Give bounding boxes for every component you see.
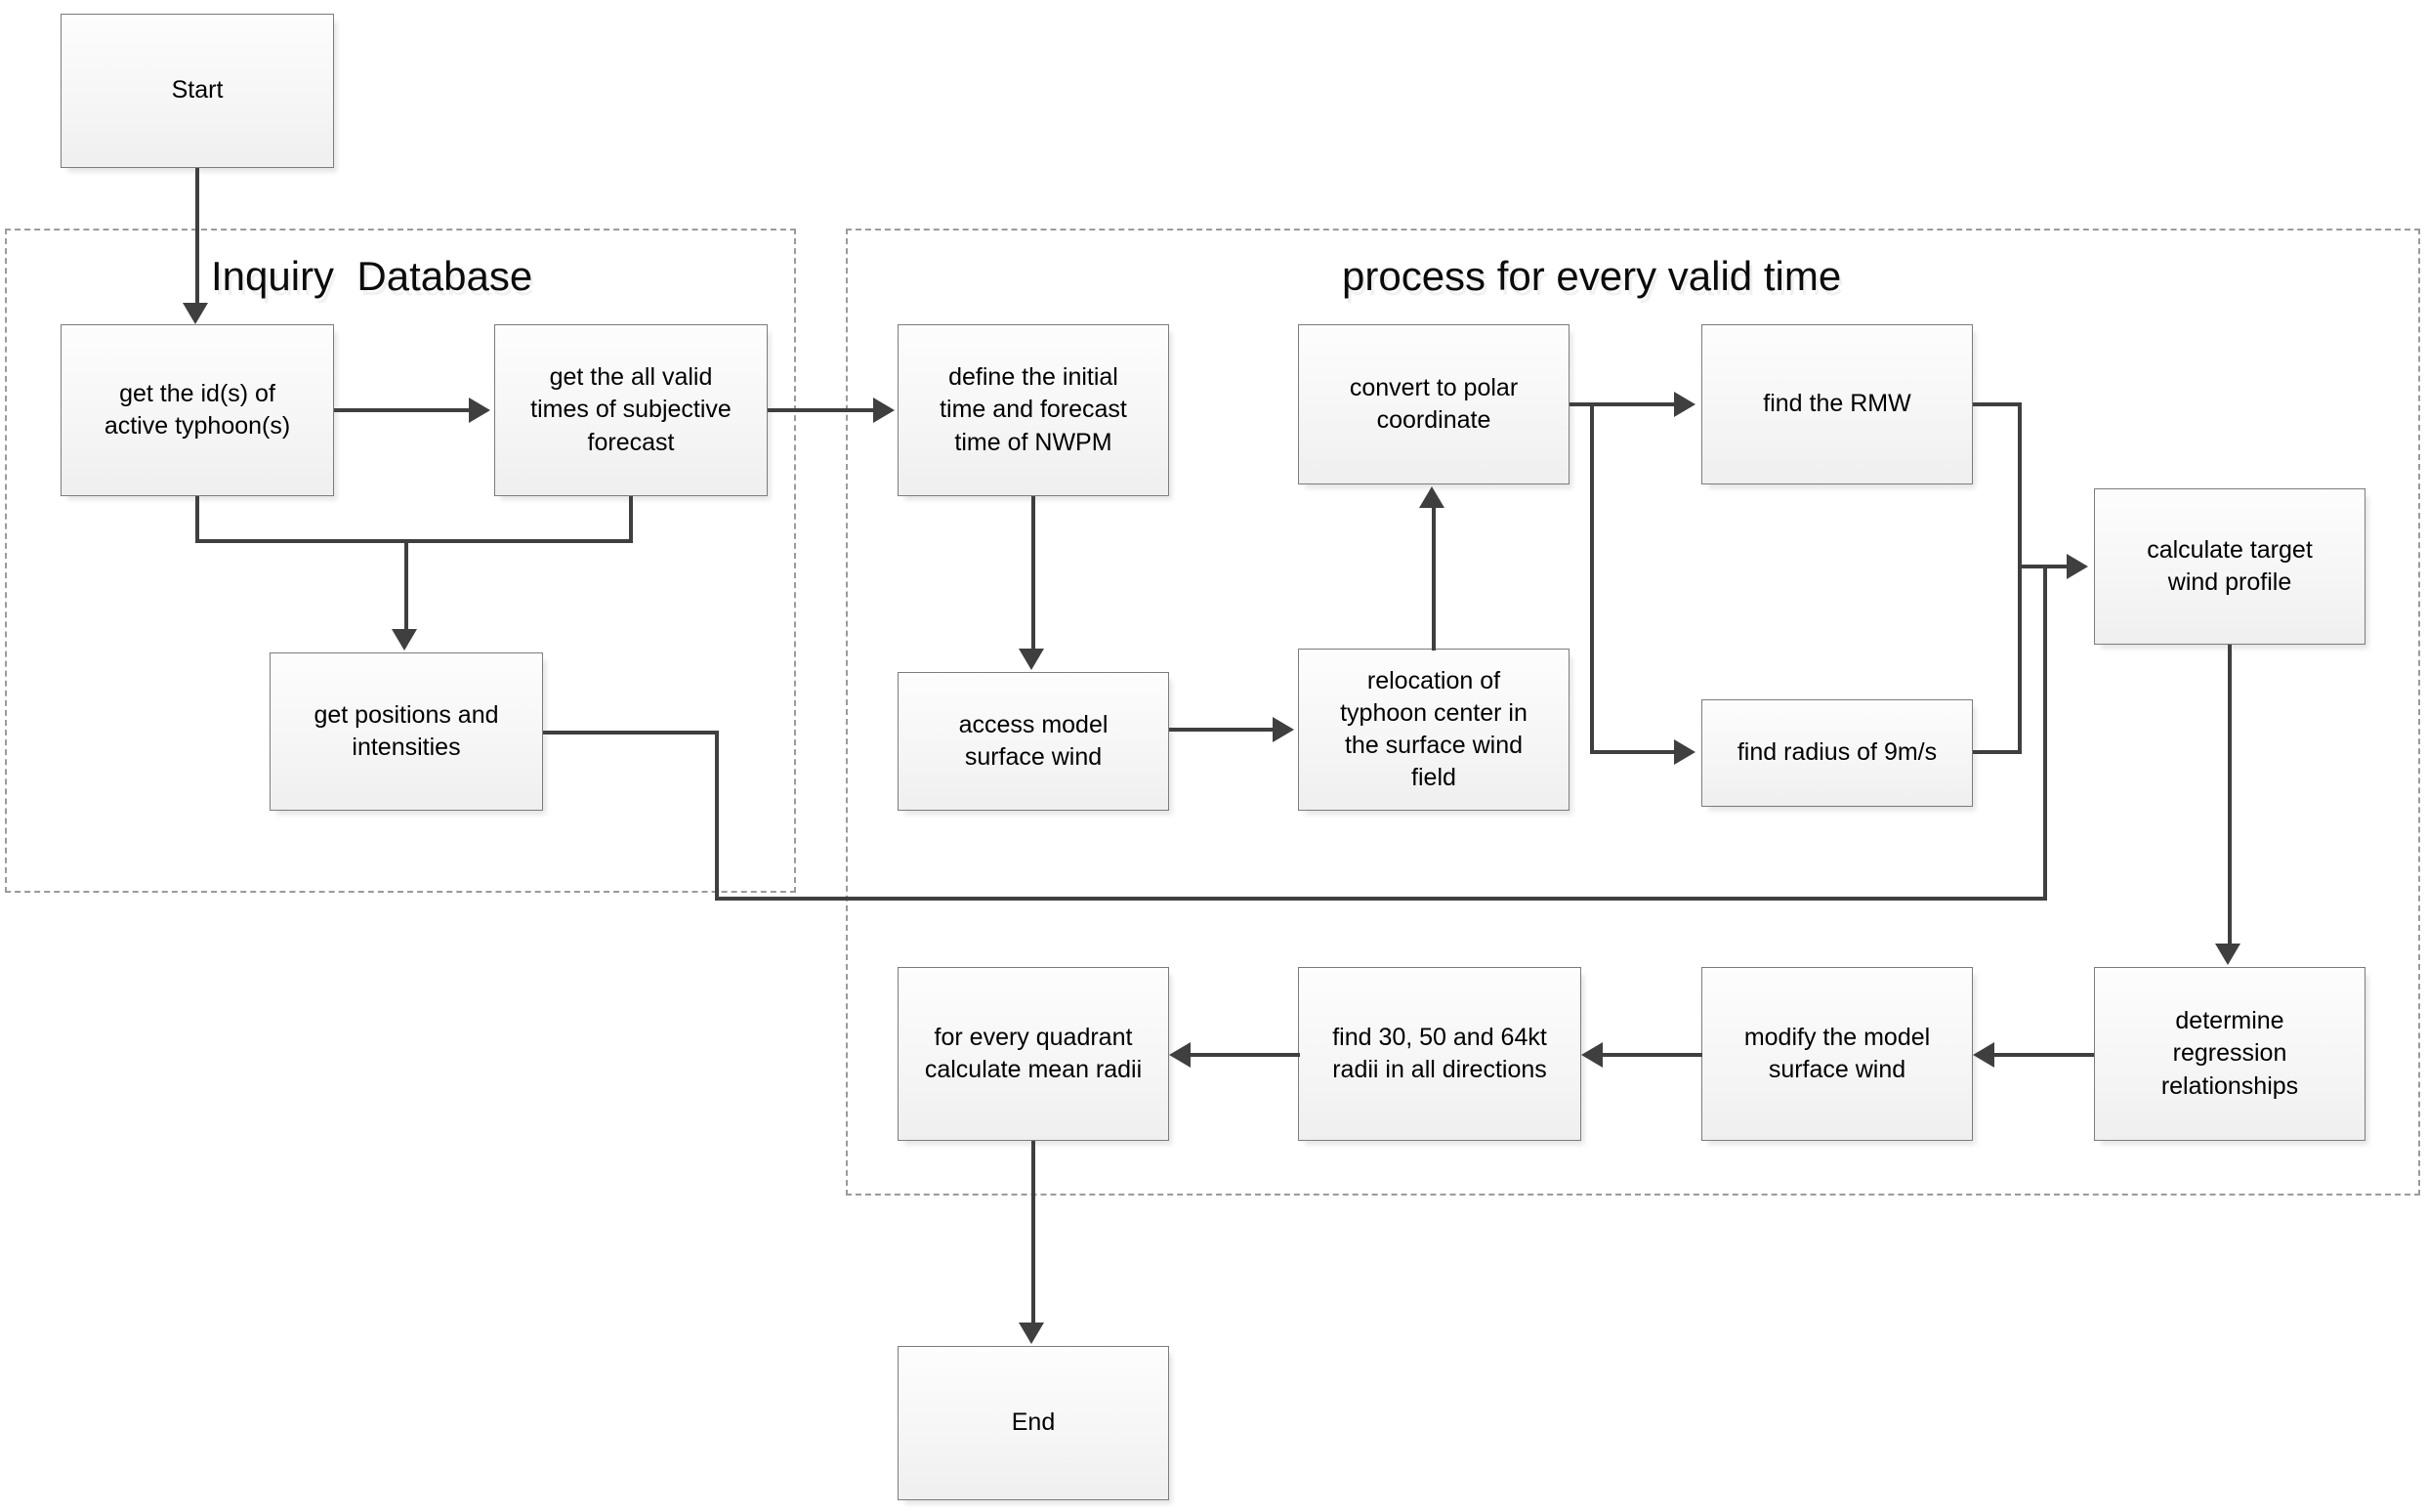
group-label-inquiry-database: Inquiry Database (211, 253, 533, 299)
group-label-process-every-valid-time: process for every valid time (1342, 253, 1842, 299)
arrowhead-relocation-to-polar (1419, 486, 1444, 508)
connector-merge-bar-positions (195, 539, 633, 543)
group-inquiry-database (5, 229, 796, 893)
arrowhead-access-wind-to-relocation (1273, 717, 1294, 742)
arrowhead-regression-to-modify-wind (1973, 1042, 1994, 1068)
connector-polar-branch-vertical (1590, 402, 1594, 754)
connector-target-profile-to-regression (2228, 645, 2232, 945)
arrowhead-merge-to-get-positions (392, 629, 417, 651)
node-end-label: End (1011, 1408, 1056, 1437)
node-modify-wind[interactable]: modify the model surface wind (1701, 967, 1973, 1141)
connector-find-rmw-down (2018, 402, 2022, 565)
node-start-label: Start (171, 76, 224, 105)
node-target-wind-profile[interactable]: calculate target wind profile (2094, 488, 2365, 645)
node-determine-regression-label: determine regression relationships (2160, 1007, 2299, 1100)
arrowhead-define-times-to-access-wind (1019, 649, 1044, 670)
node-find-radius[interactable]: find radius of 9m/s (1701, 699, 1973, 807)
node-get-positions-label: get positions and intensities (314, 700, 499, 761)
connector-quadrant-to-end (1031, 1141, 1035, 1324)
node-find-rmw-label: find the RMW (1763, 390, 1911, 418)
arrowhead-branch-to-find-radius (1674, 739, 1695, 765)
node-find-radii-label: find 30, 50 and 64kt radii in all direct… (1332, 1023, 1547, 1083)
node-define-times-label: define the initial time and forecast tim… (940, 363, 1127, 456)
arrowhead-find-radii-to-quadrant (1169, 1042, 1191, 1068)
connector-get-ids-to-valid-times (334, 408, 471, 412)
connector-valid-times-to-define-times (768, 408, 875, 412)
arrowhead-valid-times-to-define-times (873, 398, 895, 423)
arrowhead-target-profile-to-regression (2215, 944, 2240, 965)
arrowhead-modify-wind-to-find-radii (1581, 1042, 1603, 1068)
connector-find-radius-up (2018, 565, 2022, 754)
connector-merge-to-get-positions (404, 539, 408, 629)
arrowhead-branch-to-find-rmw (1674, 392, 1695, 417)
arrowhead-merge-to-target-profile (2067, 554, 2088, 579)
node-modify-wind-label: modify the model surface wind (1743, 1023, 1931, 1083)
connector-valid-times-down (629, 496, 633, 543)
connector-get-positions-down (715, 731, 719, 901)
node-get-valid-times[interactable]: get the all valid times of subjective fo… (494, 324, 768, 496)
connector-find-rmw-out (1973, 402, 2022, 406)
connector-branch-to-find-rmw (1590, 402, 1676, 406)
connector-find-radius-out (1973, 750, 2022, 754)
arrowhead-start-to-get-ids (183, 303, 208, 324)
node-determine-regression[interactable]: determine regression relationships (2094, 967, 2365, 1141)
connector-relocation-to-polar (1432, 508, 1436, 651)
arrowhead-get-ids-to-valid-times (469, 398, 490, 423)
group-process-every-valid-time (846, 229, 2420, 1196)
connector-find-radii-to-quadrant (1191, 1053, 1300, 1057)
node-convert-polar[interactable]: convert to polar coordinate (1298, 324, 1570, 484)
node-get-ids[interactable]: get the id(s) of active typhoon(s) (61, 324, 334, 496)
node-relocation[interactable]: relocation of typhoon center in the surf… (1298, 649, 1570, 811)
connector-branch-to-find-radius (1590, 750, 1676, 754)
node-convert-polar-label: convert to polar coordinate (1349, 373, 1519, 434)
node-quadrant-mean-radii-label: for every quadrant calculate mean radii (924, 1023, 1143, 1083)
connector-get-ids-down (195, 496, 199, 543)
node-target-wind-profile-label: calculate target wind profile (2147, 535, 2313, 596)
connector-access-wind-to-relocation (1169, 728, 1275, 732)
connector-get-positions-up-to-target (2043, 565, 2047, 901)
node-access-wind-label: access model surface wind (958, 710, 1109, 771)
node-get-valid-times-label: get the all valid times of subjective fo… (530, 363, 732, 456)
connector-define-times-to-access-wind (1031, 496, 1035, 651)
node-find-rmw[interactable]: find the RMW (1701, 324, 1973, 484)
connector-start-to-get-ids (195, 168, 199, 305)
node-find-radii[interactable]: find 30, 50 and 64kt radii in all direct… (1298, 967, 1581, 1141)
connector-get-positions-out (543, 731, 719, 735)
node-get-positions[interactable]: get positions and intensities (270, 652, 543, 811)
connector-get-positions-long-right (715, 897, 2047, 901)
node-end[interactable]: End (898, 1346, 1169, 1500)
node-define-times[interactable]: define the initial time and forecast tim… (898, 324, 1169, 496)
node-access-wind[interactable]: access model surface wind (898, 672, 1169, 811)
node-quadrant-mean-radii[interactable]: for every quadrant calculate mean radii (898, 967, 1169, 1141)
node-find-radius-label: find radius of 9m/s (1737, 738, 1938, 767)
node-start[interactable]: Start (61, 14, 334, 168)
node-relocation-label: relocation of typhoon center in the surf… (1340, 666, 1528, 792)
node-get-ids-label: get the id(s) of active typhoon(s) (104, 379, 291, 440)
connector-modify-wind-to-find-radii (1603, 1053, 1702, 1057)
arrowhead-quadrant-to-end (1019, 1323, 1044, 1344)
connector-regression-to-modify-wind (1994, 1053, 2094, 1057)
